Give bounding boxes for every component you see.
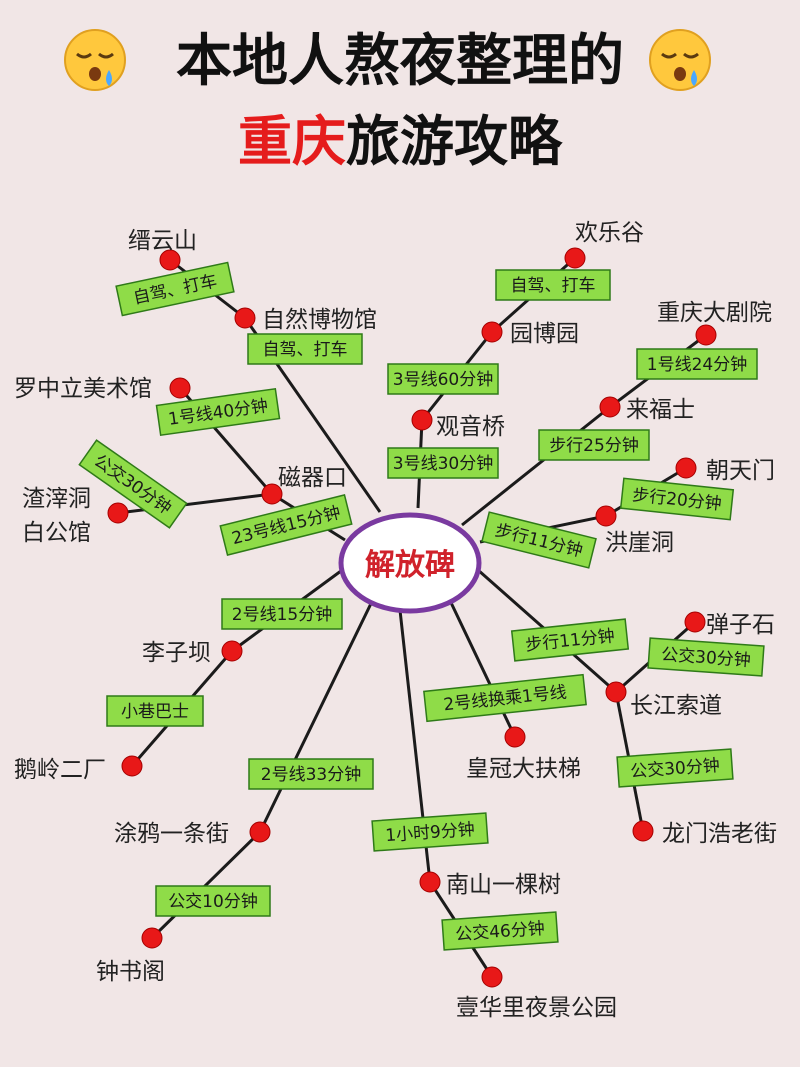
edge-liziba [130, 566, 346, 767]
node-dot-dajuyuan [695, 324, 717, 346]
title-line1: 本地人熬夜整理的 [176, 29, 624, 94]
node-dot-tuya [249, 821, 271, 843]
route-tag-yuanboyuan-guanyinqiao: 3号线60分钟 [387, 363, 499, 395]
svg-text:公交30分钟: 公交30分钟 [90, 451, 175, 519]
node-label-zhazidong-line1: 渣滓洞 [22, 486, 91, 512]
node-label-ciqikou: 磁器口 [278, 465, 347, 491]
route-tag-hub-nanshan: 1小时9分钟 [371, 812, 489, 852]
svg-text:自驾、打车: 自驾、打车 [263, 340, 348, 360]
node-label-chaotianmen: 朝天门 [706, 458, 775, 484]
title-suffix: 旅游攻略 [346, 110, 563, 173]
sleepy-face-icon [649, 29, 711, 91]
svg-text:3号线60分钟: 3号线60分钟 [393, 370, 493, 390]
svg-text:3号线30分钟: 3号线30分钟 [393, 454, 493, 474]
route-tag-hub-tuya: 2号线33分钟 [248, 758, 374, 790]
node-dot-danzishi [684, 611, 706, 633]
node-label-guanyinqiao: 观音桥 [436, 414, 505, 440]
sleepy-face-icon [64, 29, 126, 91]
node-dot-ziranbowu [234, 307, 256, 329]
svg-text:自驾、打车: 自驾、打车 [511, 276, 596, 296]
node-dot-huangguan [504, 726, 526, 748]
node-label-yihuali: 壹华里夜景公园 [456, 995, 617, 1021]
route-tag-tuya-zhongshuge: 公交10分钟 [155, 885, 271, 917]
node-label-ziranbowu: 自然博物馆 [262, 307, 377, 333]
svg-text:步行25分钟: 步行25分钟 [549, 436, 639, 456]
svg-text:小巷巴士: 小巷巴士 [121, 702, 189, 722]
node-label-zhongshuge: 钟书阁 [96, 959, 165, 985]
route-tag-liziba-eling: 小巷巴士 [106, 695, 204, 727]
node-label-tuya: 涂鸦一条街 [114, 821, 229, 847]
route-tag-guanyinqiao-hub: 3号线30分钟 [387, 447, 499, 479]
node-dot-laifushi [599, 396, 621, 418]
node-dot-huanlegu [564, 247, 586, 269]
node-dot-jinyun [159, 249, 181, 271]
node-label-hongyadong: 洪崖洞 [605, 530, 674, 556]
node-label-longmen: 龙门浩老街 [662, 821, 777, 847]
node-dot-zhazidong [107, 502, 129, 524]
route-tag-zhazidong-ciqikou: 公交30分钟 [78, 439, 188, 529]
hub-jiefangbei[interactable]: 解放碑 [338, 512, 482, 614]
node-dot-eling [121, 755, 143, 777]
route-tag-suodao-longmen: 公交30分钟 [616, 748, 734, 788]
node-label-zhazidong-line2: 白公馆 [22, 520, 91, 546]
node-dot-guanyinqiao [411, 409, 433, 431]
route-tag-jinyun-ziranbowu: 自驾、打车 [115, 261, 235, 317]
route-tag-nanshan-yihuali: 公交46分钟 [441, 911, 559, 951]
node-label-danzishi: 弹子石 [706, 612, 775, 638]
node-label-laifushi: 来福士 [626, 397, 695, 423]
node-label-luozhongli: 罗中立美术馆 [14, 376, 152, 402]
node-dot-zhongshuge [141, 927, 163, 949]
node-dot-suodao [605, 681, 627, 703]
node-label-huangguan: 皇冠大扶梯 [466, 756, 581, 782]
svg-text:1号线24分钟: 1号线24分钟 [647, 355, 747, 375]
node-label-nanshan: 南山一棵树 [446, 872, 561, 898]
route-tag-danzishi-suodao: 公交30分钟 [647, 637, 765, 677]
node-label-suodao: 长江索道 [630, 693, 722, 719]
node-dot-hongyadong [595, 505, 617, 527]
node-dot-yihuali [481, 966, 503, 988]
node-label-jinyun: 缙云山 [128, 228, 197, 254]
node-dot-ciqikou [261, 483, 283, 505]
node-dots [107, 247, 717, 988]
svg-text:公交10分钟: 公交10分钟 [168, 892, 258, 912]
node-label-yuanboyuan: 园博园 [510, 321, 579, 347]
header: 本地人熬夜整理的 重庆旅游攻略 [64, 29, 711, 173]
node-label-huanlegu: 欢乐谷 [575, 220, 644, 246]
node-label-liziba: 李子坝 [142, 640, 211, 666]
node-dot-liziba [221, 640, 243, 662]
route-tags: 自驾、打车 自驾、打车 1号线40分钟 公交30分钟 23号线15分钟 自驾、打… [78, 261, 765, 951]
node-dot-nanshan [419, 871, 441, 893]
route-tag-hub-suodao: 步行11分钟 [510, 618, 630, 662]
node-dot-luozhongli [169, 377, 191, 399]
node-dot-chaotianmen [675, 457, 697, 479]
title-city: 重庆 [238, 110, 346, 173]
node-label-dajuyuan: 重庆大剧院 [657, 300, 772, 326]
svg-text:2号线33分钟: 2号线33分钟 [261, 765, 361, 785]
route-tag-ziranbowu-hub: 自驾、打车 [247, 333, 363, 365]
route-tag-chaotianmen-hongyadong: 步行20分钟 [619, 477, 735, 521]
title-line2: 重庆旅游攻略 [238, 110, 563, 173]
route-tag-laifushi-hub: 步行25分钟 [538, 429, 650, 461]
node-labels: 缙云山 自然博物馆 罗中立美术馆 磁器口 渣滓洞 白公馆 欢乐谷 园博园 观音桥… [14, 220, 777, 1021]
node-label-zhazidong: 渣滓洞 白公馆 [22, 486, 98, 546]
node-label-eling: 鹅岭二厂 [14, 757, 106, 783]
hub-label: 解放碑 [365, 548, 455, 583]
svg-text:2号线15分钟: 2号线15分钟 [232, 605, 332, 625]
node-dot-yuanboyuan [481, 321, 503, 343]
route-tag-huanlegu-yuanboyuan: 自驾、打车 [495, 269, 611, 301]
node-dot-longmen [632, 820, 654, 842]
hub-ring [338, 512, 482, 614]
route-tag-ciqikou-hub: 23号线15分钟 [219, 494, 353, 556]
route-tag-hub-liziba: 2号线15分钟 [221, 598, 343, 630]
route-tag-dajuyuan-laifushi: 1号线24分钟 [636, 348, 758, 380]
